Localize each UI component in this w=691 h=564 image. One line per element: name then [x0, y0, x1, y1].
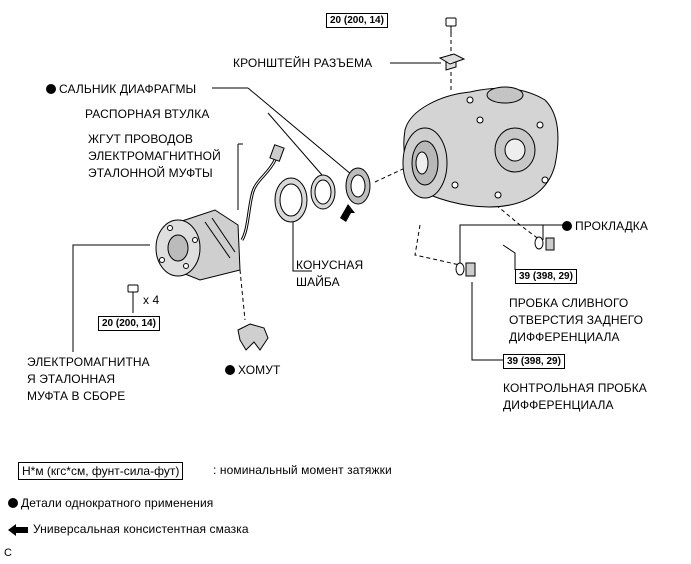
- leader-cone-washer: [292, 220, 312, 272]
- torque-box-drain-plug: 39 (398, 29): [515, 269, 577, 284]
- single-use-dot: [46, 84, 56, 94]
- leader-filler: [471, 282, 503, 361]
- bracket-bolt: [445, 17, 457, 34]
- label-filler-line2: ДИФФЕРЕНЦИАЛА: [503, 398, 614, 412]
- leader-seal: [247, 87, 353, 176]
- label-spacer: РАСПОРНАЯ ВТУЛКА: [85, 107, 210, 121]
- harness-connector: [269, 144, 285, 162]
- label-cone-washer-line1: КОНУСНАЯ: [296, 258, 364, 272]
- harness-wire: [240, 159, 277, 241]
- label-drain-line1: ПРОБКА СЛИВНОГО: [509, 296, 629, 310]
- legend-single-use: Детали однократного применения: [8, 496, 213, 511]
- label-bracket: КРОНШТЕЙН РАЗЪЕМА: [233, 56, 373, 70]
- label-cone-washer-line2: ШАЙБА: [296, 275, 340, 289]
- torque-box-filler-plug: 39 (398, 29): [503, 354, 565, 369]
- legend-torque-desc: : номинальный момент затяжки: [213, 463, 392, 477]
- label-gasket-text: ПРОКЛАДКА: [575, 219, 648, 233]
- legend-grease: Универсальная консистентная смазка: [33, 522, 249, 536]
- single-use-dot: [562, 221, 572, 231]
- connector-bracket: [438, 53, 466, 71]
- gasket-filler: [455, 262, 476, 277]
- label-clutch-line3: МУФТА В СБОРЕ: [27, 389, 126, 403]
- clutch-bolt: [127, 284, 139, 302]
- legend-single-use-text: Детали однократного применения: [21, 496, 214, 510]
- single-use-dot: [8, 498, 18, 508]
- label-harness-line2: ЭЛЕКТРОМАГНИТНОЙ: [88, 149, 221, 163]
- leader-clutch: [72, 244, 150, 352]
- label-harness-line3: ЭТАЛОННОЙ МУФТЫ: [88, 166, 213, 180]
- label-clamp: ХОМУТ: [225, 363, 280, 378]
- label-drain-line3: ДИФФЕРЕНЦИАЛА: [509, 330, 620, 344]
- label-diaphragm-seal: САЛЬНИК ДИАФРАГМЫ: [46, 82, 196, 97]
- leader-drain: [502, 244, 516, 270]
- label-drain-line2: ОТВЕРСТИЯ ЗАДНЕГО: [509, 313, 644, 327]
- leader-spacer: [267, 112, 323, 176]
- label-gasket: ПРОКЛАДКА: [562, 219, 648, 234]
- clamp: [237, 323, 269, 351]
- label-clutch-line2: Я ЭТАЛОННАЯ: [27, 372, 116, 386]
- label-clamp-text: ХОМУТ: [238, 363, 281, 377]
- legend-grease-arrow: [8, 524, 28, 536]
- legend-torque-unit: Н*м (кгс*см, фунт-сила-фут): [18, 462, 184, 480]
- corner-letter: C: [4, 547, 13, 559]
- label-filler-line1: КОНТРОЛЬНАЯ ПРОБКА: [503, 381, 647, 395]
- label-clutch-line1: ЭЛЕКТРОМАГНИТНА: [27, 355, 150, 369]
- cone-washer: [274, 177, 308, 223]
- grease-arrow: [340, 204, 355, 222]
- diaphragm-seal: [345, 167, 371, 205]
- spacer: [310, 174, 336, 210]
- gasket-drain: [534, 236, 555, 251]
- clutch-assembly: [155, 209, 241, 281]
- label-bolt-count: x 4: [143, 293, 160, 307]
- torque-box-clutch-bolts: 20 (200, 14): [98, 316, 160, 331]
- differential-housing: [402, 86, 559, 208]
- torque-box-bracket-bolt: 20 (200, 14): [326, 13, 388, 28]
- label-diaphragm-seal-text: САЛЬНИК ДИАФРАГМЫ: [59, 82, 197, 96]
- label-harness-line1: ЖГУТ ПРОВОДОВ: [88, 132, 194, 146]
- single-use-dot: [225, 365, 235, 375]
